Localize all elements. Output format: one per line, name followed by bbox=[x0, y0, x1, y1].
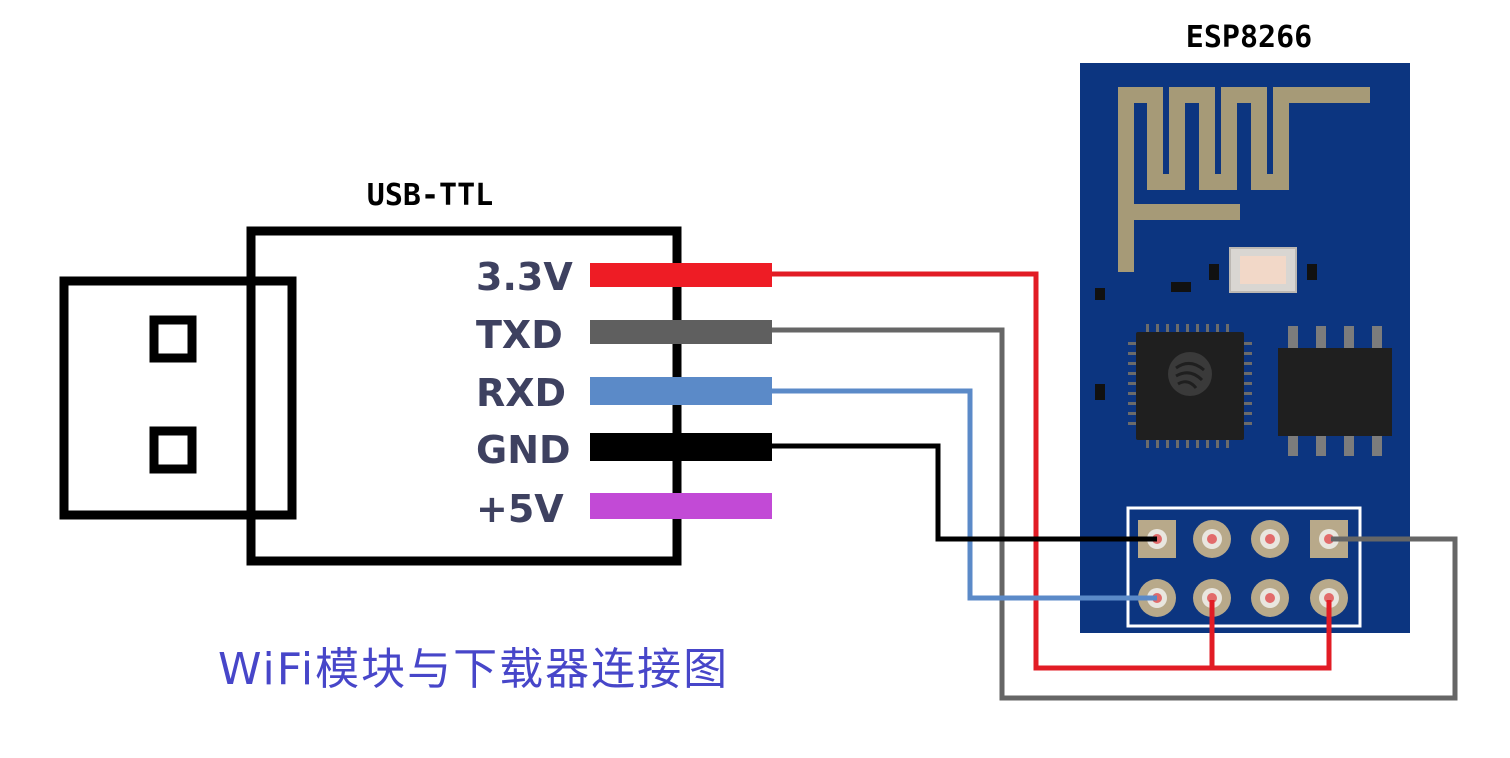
usb-plug bbox=[59, 276, 297, 520]
smd-component bbox=[1209, 264, 1219, 280]
usb-ttl-pin-labels: 3.3V TXD RXD GND +5V bbox=[476, 255, 573, 531]
antenna-trace bbox=[1118, 87, 1370, 272]
pin-strip-3v3 bbox=[590, 263, 772, 287]
esp8266-title: ESP8266 bbox=[1186, 20, 1312, 55]
pin-strip-gnd bbox=[590, 433, 772, 461]
pin-label-5v: +5V bbox=[476, 487, 564, 531]
usb-plug-contact-top bbox=[149, 315, 197, 363]
diagram-caption: WiFi模块与下载器连接图 bbox=[218, 644, 729, 695]
esp-header-outline bbox=[1126, 506, 1362, 628]
pin-label-gnd: GND bbox=[476, 428, 571, 472]
pin-strip-5v bbox=[590, 493, 772, 519]
led-lens bbox=[1240, 256, 1286, 284]
wire-3v3 bbox=[772, 271, 1332, 671]
usb-ttl-title: USB-TTL bbox=[367, 178, 493, 213]
pin-strip-rxd bbox=[590, 377, 772, 405]
pin-label-txd: TXD bbox=[476, 313, 563, 357]
flash-chip bbox=[1278, 326, 1392, 456]
pin-label-3v3: 3.3V bbox=[476, 255, 573, 299]
pin-strip-txd bbox=[590, 320, 772, 344]
smd-component bbox=[1095, 384, 1105, 400]
usb-plug-contact-bottom bbox=[149, 426, 197, 474]
wire-rxd bbox=[772, 388, 1157, 601]
smd-component bbox=[1095, 288, 1105, 300]
usb-plug-body bbox=[59, 276, 297, 520]
smd-component bbox=[1171, 282, 1191, 292]
pin-label-rxd: RXD bbox=[476, 371, 566, 415]
esp-chip bbox=[1128, 324, 1252, 448]
smd-component bbox=[1307, 264, 1317, 280]
wire-txd bbox=[772, 327, 1458, 701]
usb-ttl-pin-strips bbox=[590, 263, 772, 519]
wires bbox=[772, 271, 1458, 701]
wire-gnd bbox=[772, 443, 1157, 542]
